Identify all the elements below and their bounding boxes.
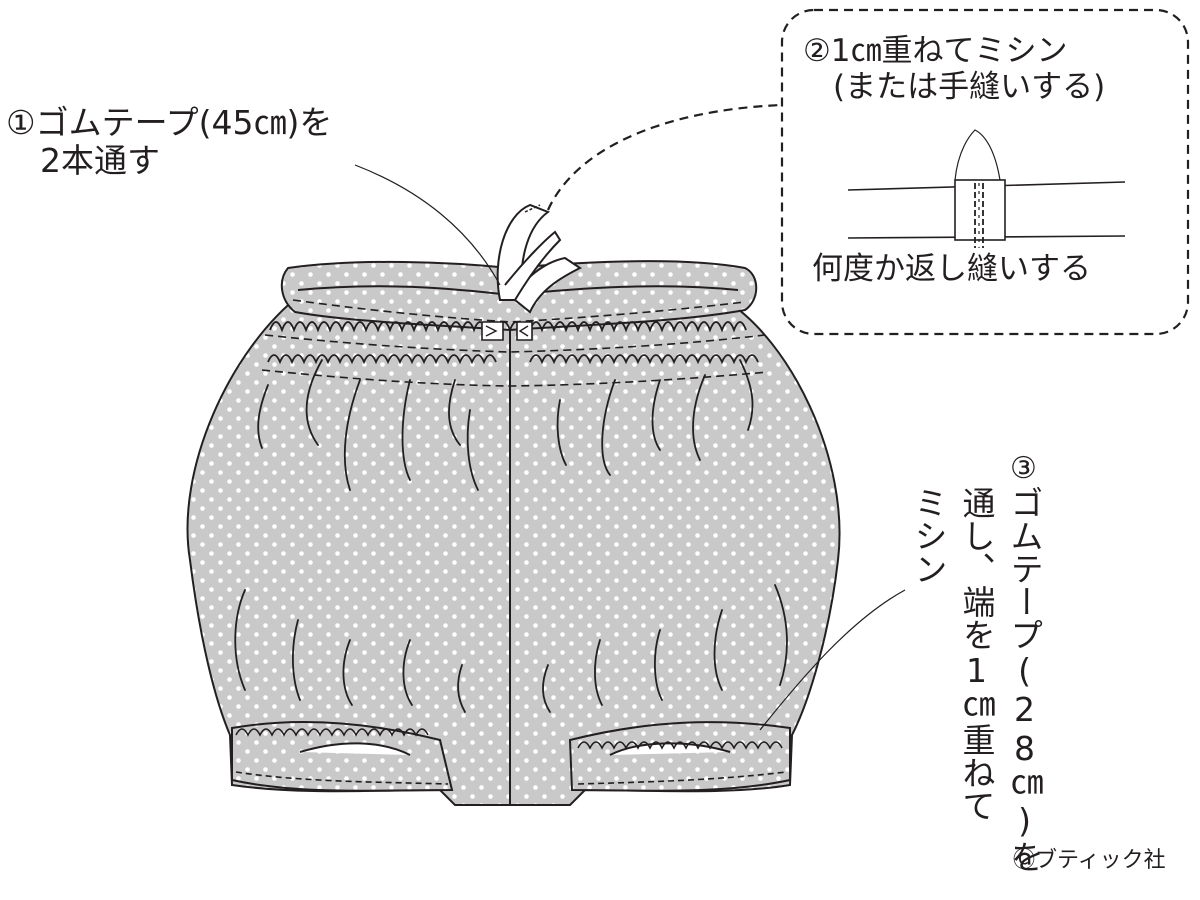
leg-ruffles [235, 728, 787, 785]
waistband-stitch-line-1 [292, 299, 746, 323]
step1-line1: ①ゴムテープ(45㎝)を [6, 103, 333, 142]
step2-line1: ②1㎝重ねてミシン [803, 33, 1068, 69]
waist-gathers [267, 321, 759, 365]
step3-number: ③ [1010, 451, 1037, 486]
step1-label: ①ゴムテープ(45㎝)を 2本通す [6, 104, 332, 180]
waistband-stitch-line-2 [264, 334, 766, 353]
step3-column1: ゴムテープ(28㎝)を [1005, 486, 1044, 873]
overlap-stitch-detail [847, 129, 1126, 248]
step2-line2: (または手縫いする) [833, 68, 1106, 105]
step2-label: ②1㎝重ねてミシン (または手縫いする) [803, 33, 1106, 105]
waist-elastic-tape [481, 203, 582, 341]
left-leg-opening [299, 742, 411, 756]
step1-line2: 2本通す [40, 140, 160, 180]
step3-column2: 通し、端を1㎝重ねて [957, 486, 996, 822]
step3-column3: ミシン [909, 486, 948, 585]
right-leg-band [568, 721, 791, 792]
step2-callout-box [780, 8, 1190, 336]
step2-leader-line [546, 103, 783, 211]
copyright-notice: Ⓒブティック社 [1013, 848, 1166, 873]
backstitch-note: 何度か返し縫いする [812, 251, 1091, 287]
left-leg-band [231, 721, 454, 792]
step3-leader-line [759, 589, 906, 731]
fabric-fold-lines [234, 359, 788, 713]
step1-leader-line [354, 164, 501, 286]
